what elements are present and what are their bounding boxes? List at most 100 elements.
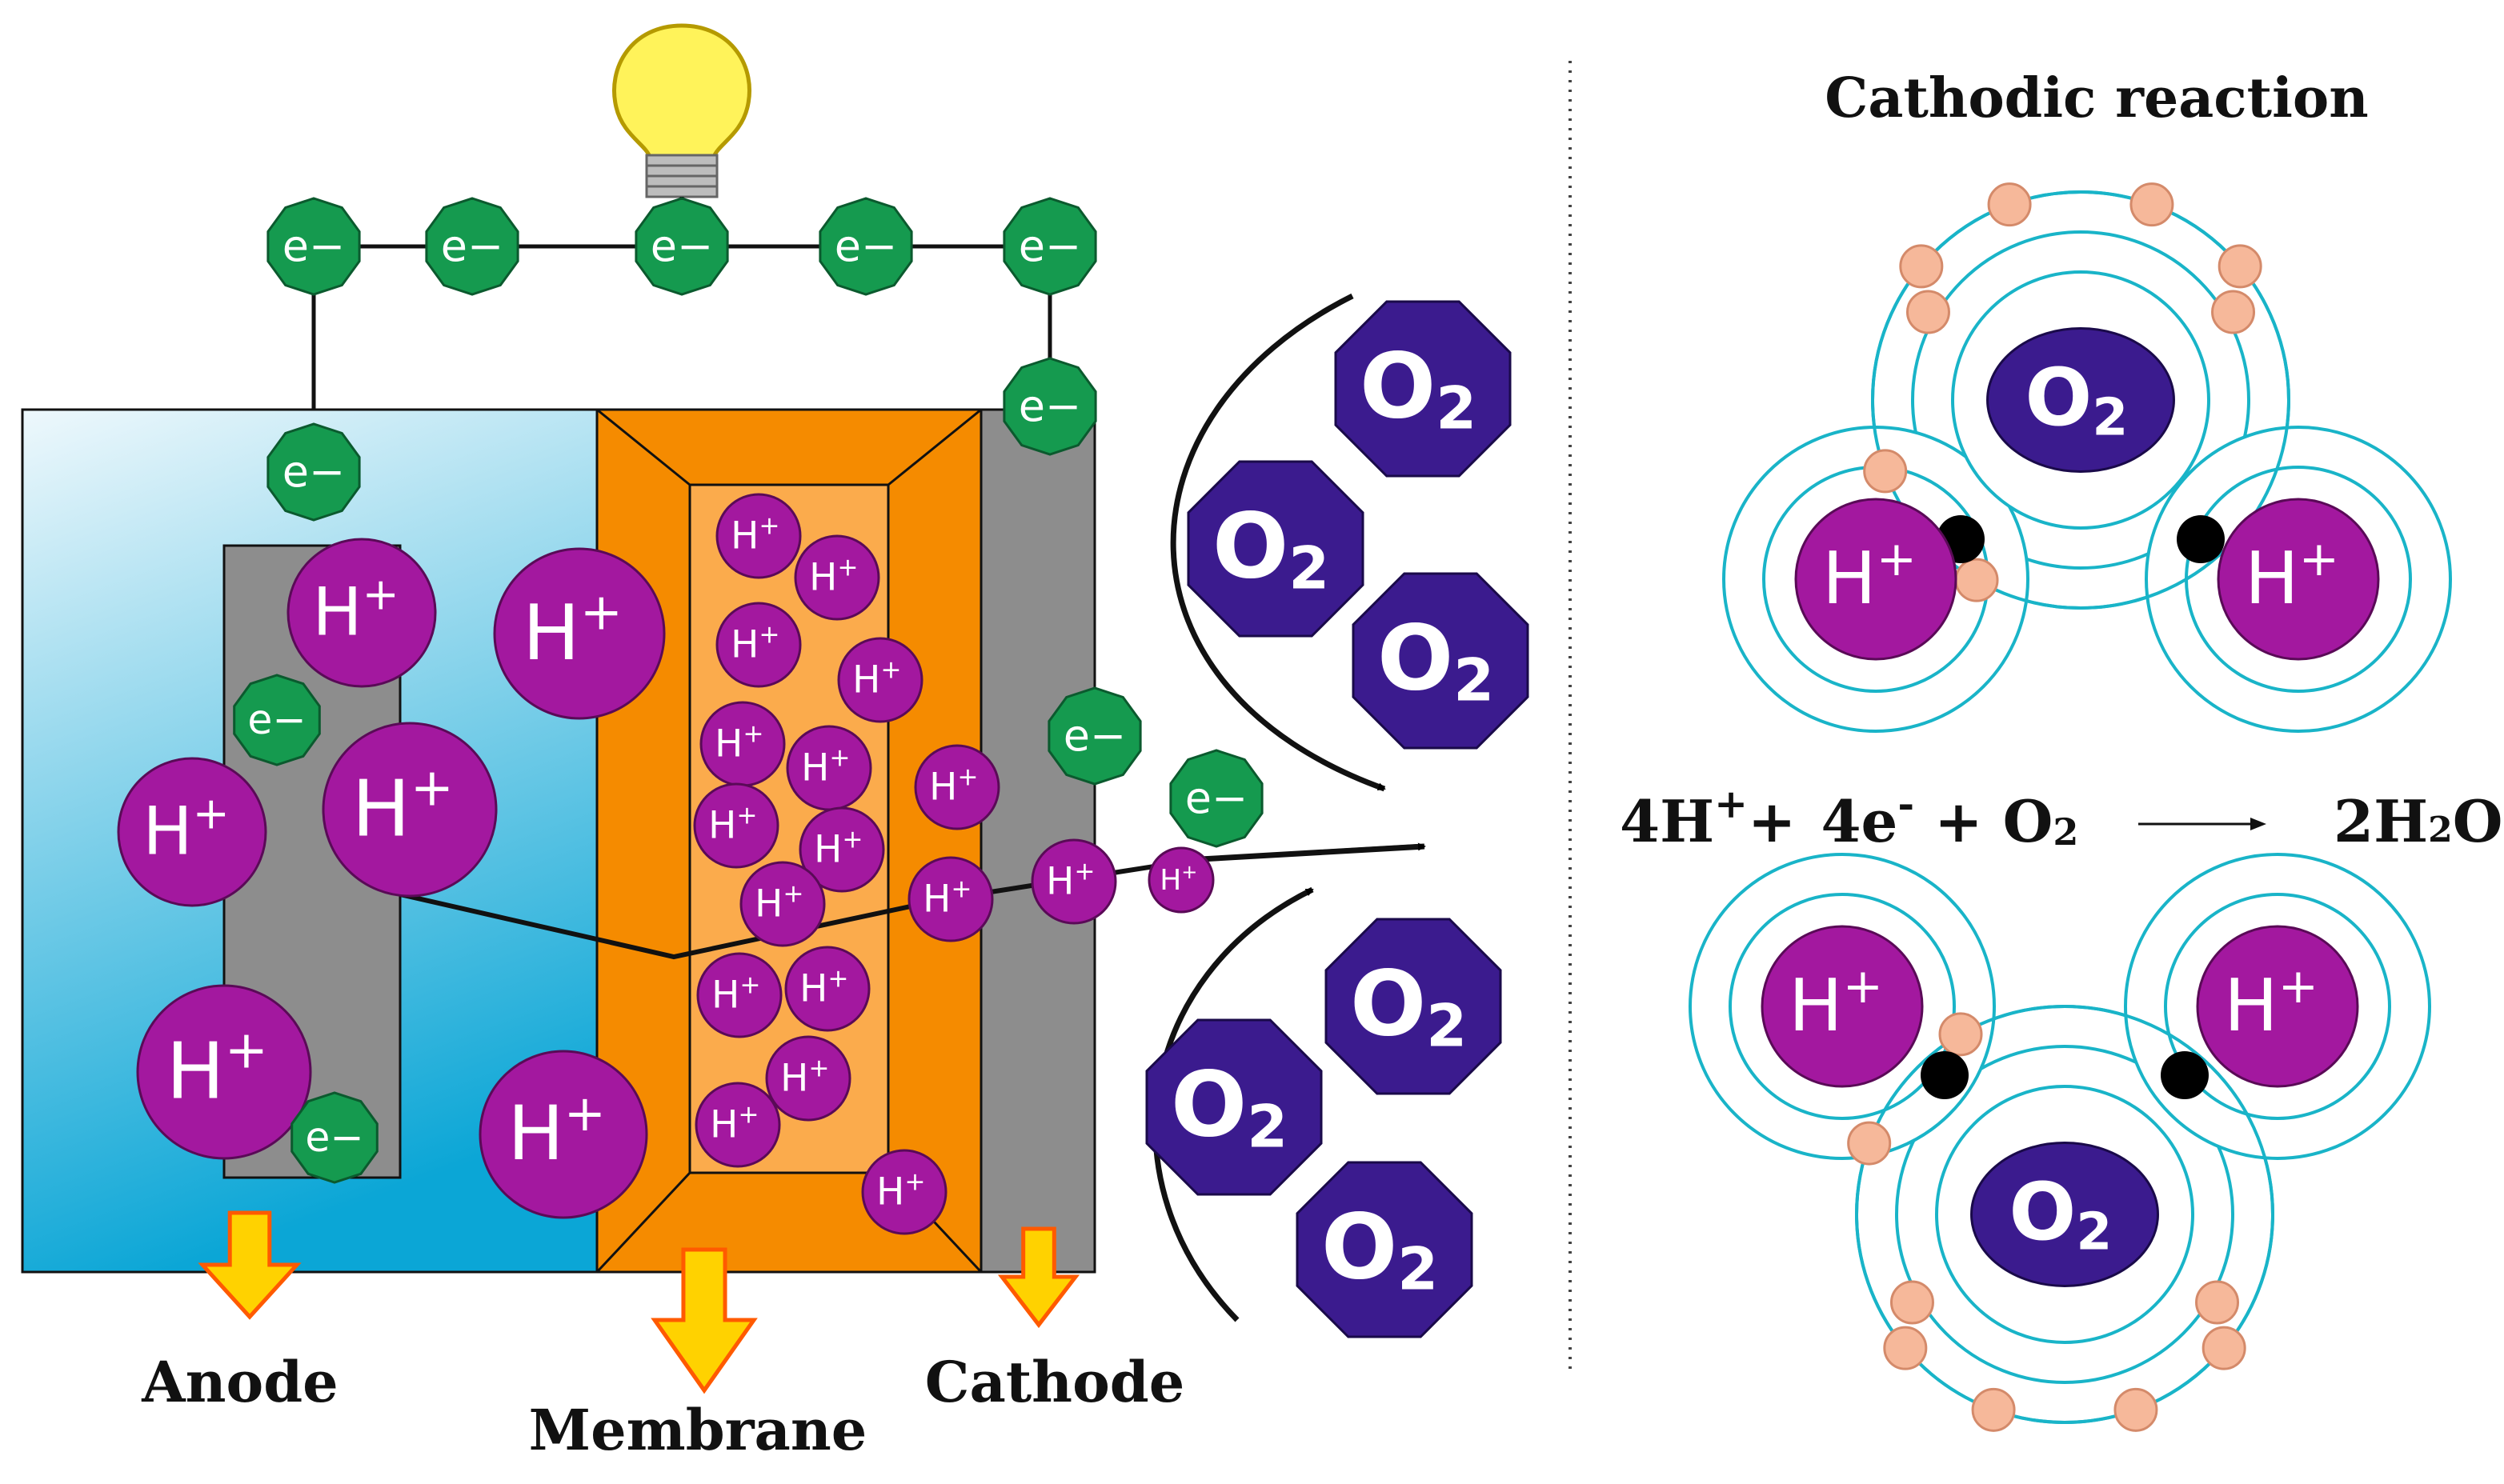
eq-term2-sup: - — [1897, 780, 1914, 827]
cathode-proton: H+ — [1031, 838, 1117, 925]
orbit-electron — [1847, 1121, 1892, 1166]
membrane-proton: H+ — [693, 782, 779, 869]
electron-label: e− — [1019, 381, 1081, 431]
circuit-electron: e− — [819, 197, 913, 296]
eq-term1-sup: + — [1714, 780, 1748, 827]
shared-electron — [2177, 515, 2225, 563]
electron-label: e− — [282, 446, 345, 497]
electron-label: e− — [247, 696, 306, 743]
cathodic-reaction-title: Cathodic reaction — [1825, 66, 2368, 130]
orbit-electron — [1987, 182, 2032, 227]
orbit-electron — [1899, 244, 1944, 289]
proton-label: H+ — [711, 970, 760, 1017]
cathode-label: Cathode — [925, 1349, 1184, 1415]
anode-proton: H+ — [322, 722, 498, 898]
electron-label: e− — [651, 221, 713, 271]
eq-term1: 4H — [1620, 787, 1714, 855]
oxygen-molecule: O2 — [1334, 300, 1512, 478]
electron-label: e− — [835, 221, 897, 271]
eq-product-post: O — [2453, 787, 2503, 855]
water-oxygen: O2 — [1970, 1142, 2159, 1287]
oxygen-label: O2 — [2009, 1166, 2112, 1262]
membrane-proton: H+ — [696, 952, 783, 1038]
circuit-electron: e− — [425, 197, 519, 296]
water-hydrogen: H+ — [1794, 498, 1957, 661]
electron-label: e− — [1064, 710, 1126, 761]
eq-plus2: + — [1934, 787, 1982, 855]
bulb-glass — [612, 23, 751, 159]
oxygen-molecule: O2 — [1145, 1018, 1323, 1196]
anode-electron: e− — [233, 674, 321, 766]
anode-label: Anode — [141, 1349, 338, 1415]
membrane-proton: H+ — [914, 744, 1000, 830]
electron-label: e− — [441, 221, 503, 271]
cathode-arrow — [997, 1226, 1080, 1329]
cathode-proton: H+ — [1148, 846, 1215, 914]
oxygen-molecule: O2 — [1187, 460, 1364, 638]
oxygen-molecule: O2 — [1324, 918, 1502, 1095]
electron-label: e− — [1185, 773, 1248, 823]
membrane-proton: H+ — [715, 493, 802, 579]
anode-proton: H+ — [136, 984, 312, 1160]
oxygen-label: O2 — [1212, 494, 1329, 602]
oxygen-label: O2 — [1377, 606, 1494, 714]
oxygen-label: O2 — [1350, 952, 1467, 1060]
oxygen-molecule: O2 — [1296, 1161, 1473, 1338]
eq-product-pre: 2H — [2334, 787, 2428, 855]
water-oxygen: O2 — [1986, 327, 2175, 473]
electron-label: e− — [305, 1114, 363, 1161]
eq-plus1: + — [1748, 787, 1796, 855]
water-hydrogen: H+ — [2217, 498, 2380, 661]
circuit-electron: e− — [266, 422, 361, 522]
membrane-proton: H+ — [786, 725, 872, 811]
orbit-electron — [1938, 1012, 1983, 1057]
cathode-electron: e− — [1048, 686, 1142, 786]
membrane-arrow — [651, 1247, 758, 1394]
orbit-electron — [2129, 182, 2174, 227]
water-molecule-bottom: O2H+H+ — [1689, 853, 2431, 1432]
orbit-electron — [2211, 290, 2256, 334]
circuit-electron: e− — [266, 197, 361, 296]
orbit-electron — [1889, 1280, 1934, 1325]
anode-arrow — [198, 1210, 302, 1320]
orbit-electron — [1883, 1326, 1928, 1370]
shared-electron — [1921, 1051, 1969, 1099]
membrane-proton: H+ — [799, 806, 885, 893]
anode-proton: H+ — [117, 757, 267, 907]
membrane-proton: H+ — [794, 534, 880, 621]
anode-proton: H+ — [479, 1050, 648, 1219]
orbit-electron — [1905, 290, 1950, 334]
circuit-electron: e− — [1003, 197, 1097, 296]
orbit-electron — [1863, 449, 1908, 494]
equation-reactants: 4H++ 4e- + O2 — [1620, 780, 2078, 855]
eq-product-sub: 2 — [2428, 810, 2453, 850]
circuit-electron: e− — [1003, 357, 1097, 456]
component-pointer-arrows — [198, 1210, 1080, 1394]
flow-arrow-middle — [1200, 842, 1426, 862]
membrane-proton: H+ — [784, 946, 871, 1032]
orbit-electron — [2202, 1326, 2246, 1370]
cathodic-equation: 4H++ 4e- + O2 2H2O — [1620, 780, 2502, 855]
electron-label: e− — [282, 221, 345, 271]
shared-electron — [2161, 1051, 2209, 1099]
oxygen-molecule: O2 — [1352, 572, 1529, 750]
membrane-proton: H+ — [837, 637, 923, 723]
orbit-electron — [2218, 244, 2262, 289]
membrane-proton: H+ — [861, 1149, 948, 1235]
proton-label: H+ — [352, 758, 454, 854]
membrane-proton: H+ — [739, 861, 826, 947]
eq-term3-sub: 2 — [2053, 810, 2078, 854]
cathode-electron: e− — [1169, 749, 1264, 848]
particle-layer: e−e−e−e−e−e−e−H+H+H+H+H+H+e−e−H+H+H+H+H+… — [117, 197, 1529, 1338]
anode-electron: e− — [290, 1091, 379, 1184]
membrane-proton: H+ — [765, 1035, 851, 1122]
membrane-proton: H+ — [695, 1082, 781, 1168]
anode-proton: H+ — [286, 538, 437, 688]
water-molecule-top: O2H+H+ — [1722, 182, 2452, 733]
membrane-proton: H+ — [699, 701, 786, 787]
equation-product: 2H2O — [2334, 787, 2502, 855]
orbit-electron — [2195, 1280, 2240, 1325]
proton-label: H+ — [715, 719, 763, 766]
eq-term3: O — [2003, 787, 2053, 855]
